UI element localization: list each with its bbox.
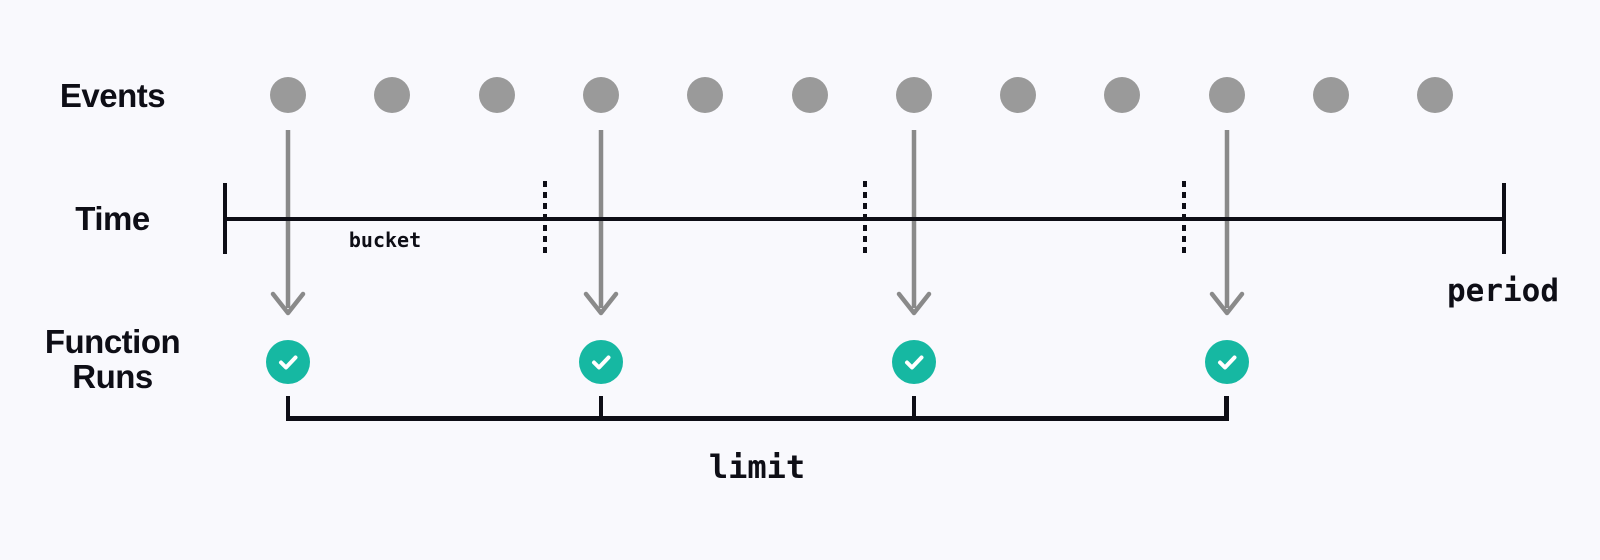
function-runs-row-label: Function Runs	[44, 323, 181, 395]
check-icon	[1217, 355, 1237, 370]
event-dot	[478, 77, 515, 113]
limit-bracket-bar	[285, 416, 1229, 421]
events-row-label: Events	[59, 77, 166, 114]
event-dot	[270, 77, 306, 113]
timeline-start-cap	[223, 183, 227, 254]
check-icon	[591, 355, 611, 370]
function-run-badge	[891, 340, 936, 384]
timeline-end-cap	[1502, 183, 1506, 254]
down-arrow-icon	[1209, 130, 1245, 320]
down-arrow-icon	[270, 130, 306, 320]
event-dot	[791, 77, 828, 113]
event-dot	[374, 77, 411, 113]
limit-bracket-tick	[911, 396, 917, 420]
event-dot	[895, 77, 932, 113]
check-icon	[279, 355, 298, 370]
event-dot	[1417, 77, 1454, 113]
down-arrow-icon	[896, 130, 932, 320]
function-run-badge	[266, 340, 310, 384]
event-dot	[1208, 77, 1245, 113]
timeline-axis	[225, 217, 1506, 221]
event-dot	[1000, 77, 1037, 113]
event-dot	[687, 77, 724, 113]
period-label: period	[1447, 273, 1559, 309]
function-run-badge	[1204, 340, 1249, 384]
down-arrow-icon	[583, 130, 619, 320]
limit-label: limit	[708, 448, 806, 486]
limit-bracket-tick	[1224, 396, 1229, 420]
limit-bracket-tick	[285, 396, 291, 420]
time-row-label: Time	[75, 200, 150, 237]
bucket-label: bucket	[348, 228, 422, 252]
event-dot	[1313, 77, 1349, 113]
check-icon	[904, 355, 924, 370]
event-dot	[582, 77, 619, 113]
function-run-badge	[578, 340, 623, 384]
event-dot	[1104, 77, 1141, 113]
limit-bracket-tick	[598, 396, 604, 420]
